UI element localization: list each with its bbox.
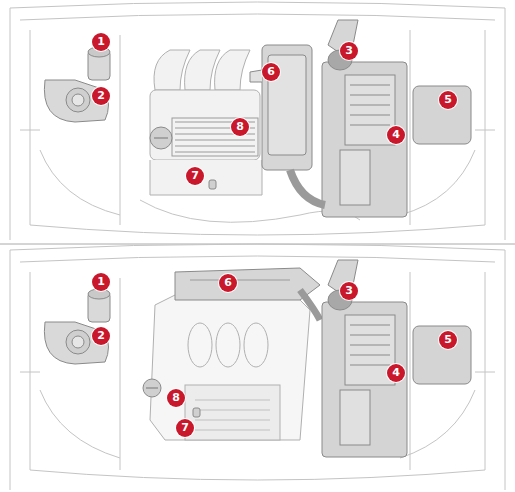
callout-number: 3 (340, 42, 358, 60)
callout-number: 7 (176, 419, 194, 437)
callout-number: 8 (231, 118, 249, 136)
callout-number: 7 (186, 167, 204, 185)
callout-number: 2 (92, 327, 110, 345)
callout-number: 6 (219, 274, 237, 292)
callout-number: 5 (439, 91, 457, 109)
callout-number: 6 (262, 63, 280, 81)
callout-number: 5 (439, 331, 457, 349)
callout-number: 2 (92, 87, 110, 105)
callout-number: 8 (167, 389, 185, 407)
callout-number: 1 (92, 33, 110, 51)
callout-number: 4 (387, 126, 405, 144)
callout-number: 4 (387, 364, 405, 382)
callout-number: 1 (92, 273, 110, 291)
callout-number: 3 (340, 282, 358, 300)
